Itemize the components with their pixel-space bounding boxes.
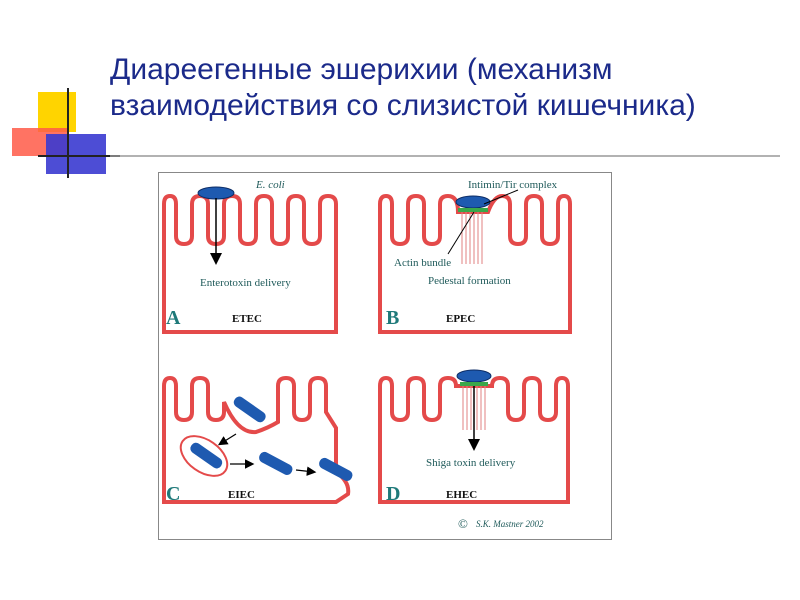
panel-d-intimin-tir [460, 382, 488, 386]
panel-d-bacterium [456, 369, 492, 383]
panel-c-arrow1 [217, 433, 237, 446]
panel-b-actin-pointer [447, 211, 475, 255]
figure-border [158, 172, 612, 540]
corner-decoration [12, 88, 120, 178]
panel-c-letter: C [166, 483, 180, 505]
panel-d-name: EHEC [446, 489, 477, 501]
panel-a-cell-outline [162, 193, 338, 334]
panel-c: C EIEC [162, 375, 353, 505]
panel-a-letter: A [166, 307, 181, 329]
panel-d-cell-outline [378, 375, 570, 504]
panel-a-label-enterotoxin: Enterotoxin delivery [200, 277, 291, 289]
panel-a-label-ecoli: E. coli [255, 179, 285, 191]
panel-a-name: ETEC [232, 313, 262, 325]
panel-d-label-shiga: Shiga toxin delivery [426, 457, 516, 469]
deco-blue-square [46, 134, 106, 174]
panel-b-intimin-tir [458, 208, 488, 212]
panel-c-bacterium-entering [233, 396, 266, 423]
panel-b-actin-bundle [461, 210, 483, 264]
panel-b-label-pedestal: Pedestal formation [428, 275, 511, 287]
deco-yellow-square [38, 92, 76, 132]
panel-b-label-actin: Actin bundle [394, 257, 451, 269]
panel-c-cell-outline [162, 375, 351, 504]
panel-b-label-intimin: Intimin/Tir complex [468, 179, 558, 191]
panel-c-name: EIEC [228, 489, 255, 501]
panel-b-name: EPEC [446, 313, 475, 325]
panel-d-actin-bundle [462, 386, 486, 430]
panel-c-bacterium-spread1 [259, 451, 293, 475]
panel-c-vacuole [179, 435, 229, 477]
panel-b-intimin-pointer [483, 189, 519, 205]
copyright-symbol: © [458, 516, 468, 531]
panel-d-letter: D [386, 483, 400, 505]
panel-d: Shiga toxin delivery D EHEC [378, 369, 570, 505]
panel-b-letter: B [386, 307, 399, 329]
ecoli-mechanism-figure: E. coli Enterotoxin delivery A ETEC Inti… [158, 172, 612, 540]
panel-a: E. coli Enterotoxin delivery A ETEC [162, 179, 338, 334]
panel-a-bacterium [197, 186, 235, 200]
panel-c-bacterium-vacuole [190, 442, 223, 469]
slide-title: Диареегенные эшерихии (механизм взаимоде… [110, 53, 696, 122]
panel-c-bacterium-spread2 [319, 457, 353, 481]
panel-b: Intimin/Tir complex Actin bundle Pedesta… [378, 179, 572, 334]
panel-c-arrow3 [295, 466, 317, 476]
copyright-text: S.K. Mastner 2002 [476, 519, 544, 529]
panel-b-bacterium [455, 195, 491, 209]
